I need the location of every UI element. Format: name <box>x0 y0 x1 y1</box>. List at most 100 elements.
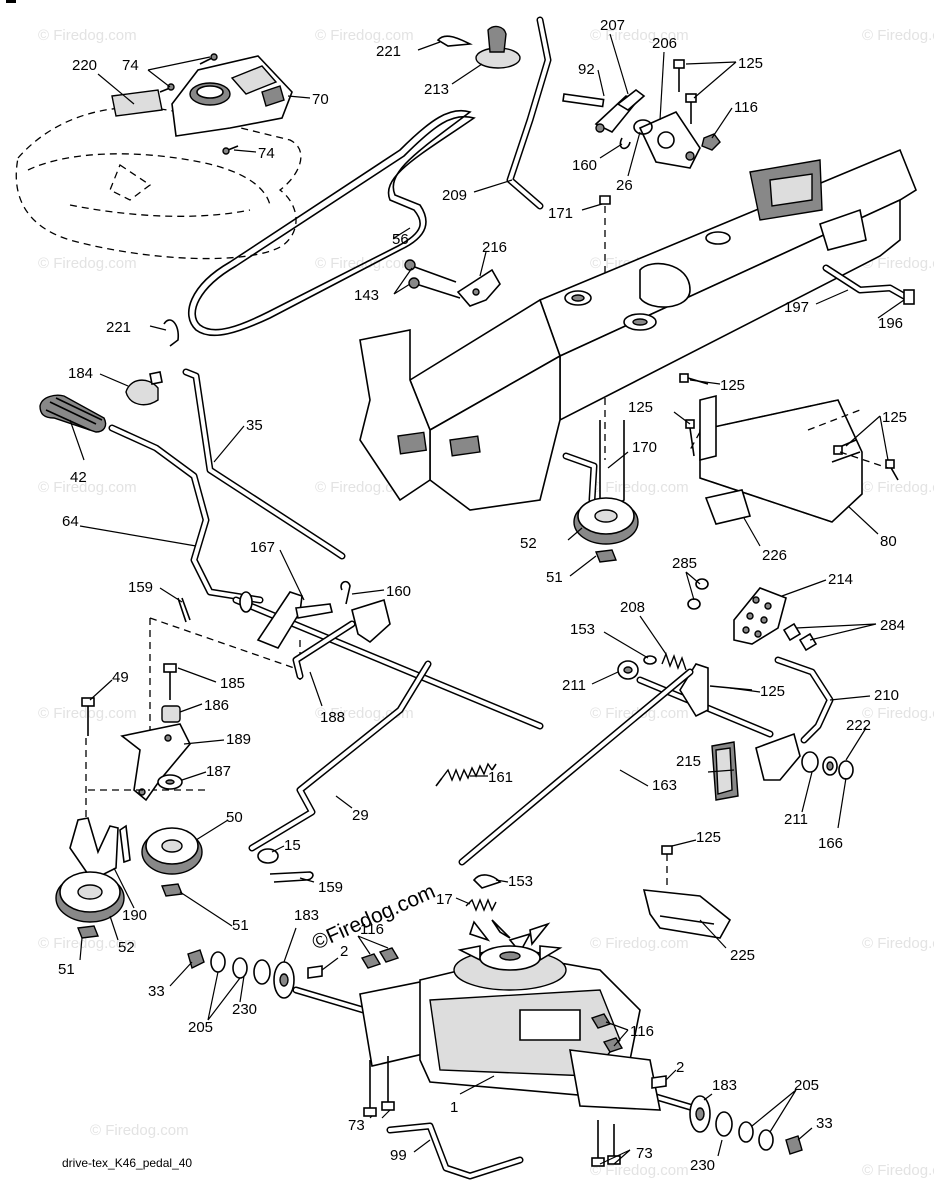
callout: 33 <box>816 1115 833 1132</box>
dash-frame-left <box>149 617 301 791</box>
watermark: © Firedog.com <box>862 27 934 44</box>
callout: 160 <box>572 157 597 174</box>
watermark: © Firedog.com <box>38 27 137 44</box>
callout: 230 <box>690 1157 715 1174</box>
callout: 116 <box>734 99 758 116</box>
watermark: © Firedog.com <box>590 27 689 44</box>
plate-189 <box>120 723 191 802</box>
watermark: © Firedog.com <box>315 27 414 44</box>
callout: 221 <box>376 43 401 60</box>
callout: 80 <box>880 533 897 550</box>
callout: 125 <box>720 377 745 394</box>
callout: 209 <box>442 187 467 204</box>
watermark: © Firedog.com <box>862 705 934 722</box>
bolt-185 <box>163 663 177 700</box>
callout: 215 <box>676 753 701 770</box>
callout: 171 <box>548 205 573 222</box>
callout: 74 <box>258 145 275 162</box>
seat-outline <box>15 106 302 260</box>
watermark: © Firedog.com <box>590 935 689 952</box>
spacer-186 <box>161 705 181 723</box>
callout: 196 <box>878 315 903 332</box>
callout: 159 <box>318 879 343 896</box>
bolt-49 <box>81 697 95 736</box>
hub-right <box>689 1095 803 1155</box>
lever-bracket-207 <box>594 88 646 134</box>
callout: 2 <box>340 943 348 960</box>
callout: 125 <box>882 409 907 426</box>
callout: 2 <box>676 1059 684 1076</box>
callout: 160 <box>386 583 411 600</box>
callout: 99 <box>390 1147 407 1164</box>
callout: 17 <box>436 891 453 908</box>
callout: 285 <box>672 555 697 572</box>
clip-160-top <box>619 137 631 150</box>
callout: 205 <box>188 1019 213 1036</box>
pedal-arm-210 <box>755 656 834 781</box>
callout: 73 <box>636 1145 653 1162</box>
fan <box>457 919 563 962</box>
nut-51-b <box>77 925 99 939</box>
spring-17 <box>465 898 497 912</box>
transaxle-1 <box>292 919 704 1114</box>
watermark: © Firedog.com <box>38 255 137 272</box>
callout: 92 <box>578 61 595 78</box>
bracket-226 <box>704 489 752 525</box>
pulley-52-left <box>55 871 125 923</box>
callout: 213 <box>424 81 449 98</box>
callout: 26 <box>616 177 633 194</box>
watermark: © Firedog.com <box>862 1162 934 1179</box>
callout: 35 <box>246 417 263 434</box>
pulley-50 <box>141 827 203 875</box>
callout: 56 <box>392 231 409 248</box>
washer-211-left <box>617 660 639 680</box>
callout: 125 <box>738 55 763 72</box>
callout: 49 <box>112 669 129 686</box>
clip-160-mid <box>340 580 351 605</box>
callout: 159 <box>128 579 153 596</box>
watermark: © Firedog.com <box>590 1162 689 1179</box>
pin-159-top <box>177 597 191 623</box>
nut-51-a <box>161 883 183 897</box>
callout: 51 <box>58 961 75 978</box>
pulley-dash <box>85 738 150 822</box>
lever-64 <box>108 424 264 604</box>
rod-188-link <box>292 620 356 680</box>
ring-26 <box>633 119 653 135</box>
callout: 51 <box>232 917 249 934</box>
clip-153-bottom <box>472 874 502 889</box>
diagram-code: drive-tex_K46_pedal_40 <box>62 1156 193 1170</box>
callout-labels: 220 74 70 74 221 213 207 92 206 125 116 … <box>58 17 907 1174</box>
bolt-125-bottom <box>661 845 673 890</box>
bolts-125-top <box>673 59 697 124</box>
callout: 216 <box>482 239 507 256</box>
hood-decal <box>111 89 163 117</box>
callout: 116 <box>360 921 384 938</box>
watermark: © Firedog.com <box>590 479 689 496</box>
corner-mark <box>6 0 16 3</box>
pedal-214 <box>733 587 787 645</box>
callout: 284 <box>880 617 905 634</box>
callout: 143 <box>354 287 379 304</box>
washers-211-222-166 <box>801 751 854 780</box>
callout: 186 <box>204 697 229 714</box>
keys-2 <box>307 965 667 1089</box>
bolts-73-right <box>591 1120 621 1167</box>
callout: 50 <box>226 809 243 826</box>
callout: 222 <box>846 717 871 734</box>
rod-99 <box>386 1122 524 1180</box>
drive-belt <box>187 109 476 337</box>
callout: 125 <box>760 683 785 700</box>
callout: 125 <box>696 829 721 846</box>
callout: 52 <box>118 939 135 956</box>
clip-221-top <box>436 35 473 47</box>
bolt-196 <box>903 289 915 305</box>
pulley-52-center <box>573 497 639 545</box>
callout: 64 <box>62 513 79 530</box>
grip-184 <box>125 371 163 406</box>
callout: 1 <box>450 1099 458 1116</box>
shift-rod-209 <box>506 16 552 210</box>
callout: 221 <box>106 319 131 336</box>
watermark: © Firedog.com <box>862 935 934 952</box>
callout: 214 <box>828 571 853 588</box>
